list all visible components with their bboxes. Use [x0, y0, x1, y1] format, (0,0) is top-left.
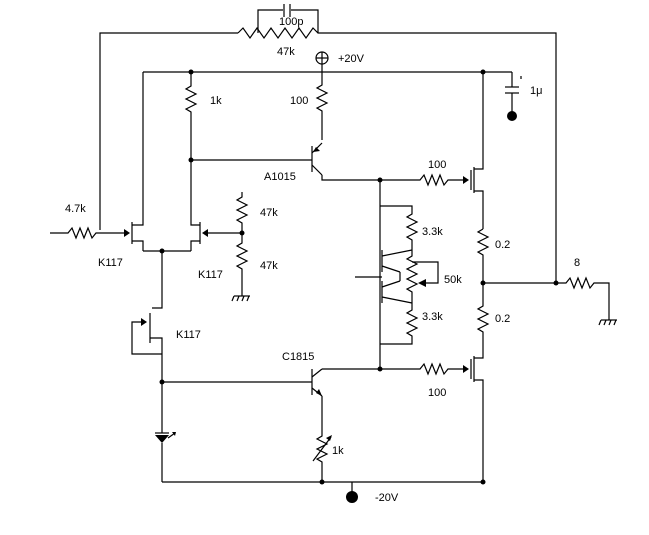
resistor-0-2-bottom [476, 283, 490, 340]
r-100-gate-bottom-label: 100 [428, 387, 446, 399]
c-100p-label: 100p [279, 16, 303, 28]
r-100-gate-top-label: 100 [428, 159, 446, 171]
resistor-0-2-top [476, 228, 490, 283]
capacitor-1u [505, 72, 522, 121]
q-k117-right-label: K117 [198, 269, 223, 281]
vr-1k-label: 1k [332, 445, 344, 457]
bias-divider [231, 192, 250, 302]
vr-50k-label: 50k [444, 274, 462, 286]
q-a1015-label: A1015 [264, 171, 296, 183]
r-100-top-label: 100 [290, 95, 308, 107]
led-diode [155, 382, 176, 482]
variable-resistor-1k [312, 396, 332, 482]
negative-supply-terminal [346, 482, 358, 503]
load-8-ohm [483, 276, 617, 326]
jfet-k117-right [190, 160, 242, 251]
r-1k-top-label: 1k [210, 95, 222, 107]
r-3-3k-bottom-label: 3.3k [422, 311, 443, 323]
r-4-7k-label: 4.7k [65, 203, 86, 215]
mosfet-top [470, 72, 484, 229]
r-0-2-top-label: 0.2 [495, 239, 510, 251]
r-47k-bias-top-label: 47k [260, 207, 278, 219]
jfet-k117-left [131, 72, 144, 251]
q-k117-left-label: K117 [98, 257, 123, 269]
gate-wire-top [380, 173, 463, 187]
transistor-a1015 [311, 142, 380, 181]
c-1u-label: 1μ [530, 85, 542, 97]
resistor-100-emitter [315, 72, 329, 140]
r-8-label: 8 [574, 257, 580, 269]
q-k117-cs-label: K117 [176, 329, 201, 341]
positive-supply-terminal [315, 51, 329, 72]
r-0-2-bottom-label: 0.2 [495, 313, 510, 325]
resistor-1k-load [184, 69, 198, 160]
jfet-k117-current-source [131, 251, 163, 382]
input-wire [50, 226, 124, 240]
q-c1815-label: C1815 [282, 351, 314, 363]
r-47k-feedback-label: 47k [277, 46, 295, 58]
transistor-c1815 [311, 368, 380, 397]
supply-negative-label: -20V [375, 492, 399, 504]
r-3-3k-top-label: 3.3k [422, 226, 443, 238]
feedback-network [99, 4, 557, 283]
gate-wire-bottom [380, 362, 463, 376]
bias-spreader [355, 177, 439, 372]
supply-positive-label: +20V [338, 53, 365, 65]
r-47k-bias-bottom-label: 47k [260, 260, 278, 272]
mosfet-bottom [470, 340, 484, 482]
